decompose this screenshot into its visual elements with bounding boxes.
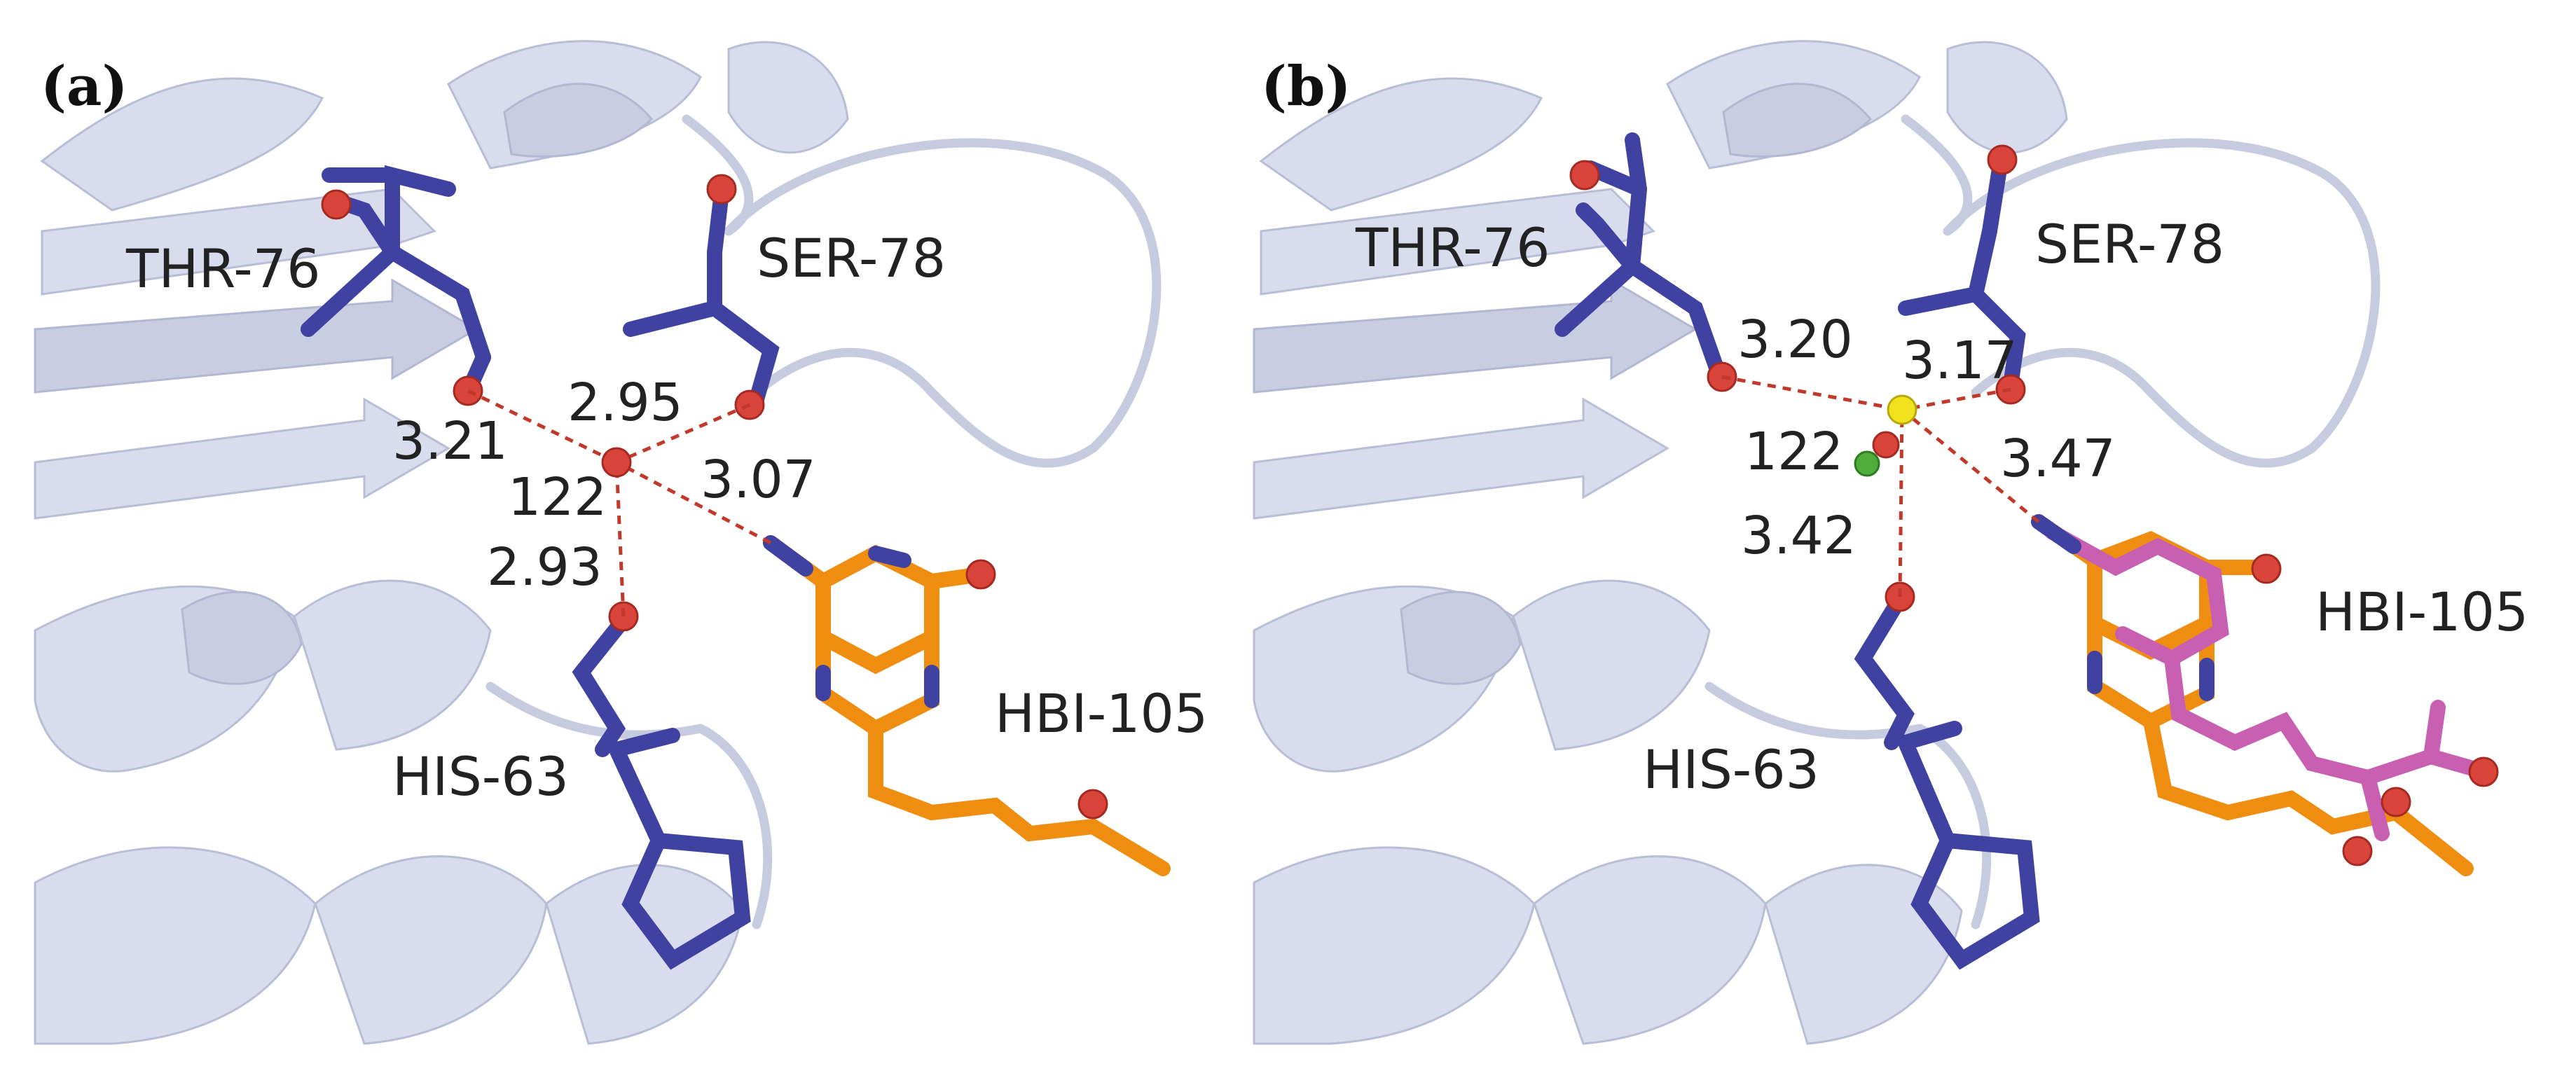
- water-oxygen-a: [601, 447, 632, 478]
- thr76-sticks-b: [1555, 132, 1737, 392]
- thr76-sticks-a: [301, 165, 491, 406]
- residue-label-ser78-b: SER-78: [2035, 213, 2224, 275]
- protein-cartoon-b: [1247, 28, 2564, 1051]
- angle-label-b: 122: [1744, 422, 1843, 482]
- distance-label-1-b: 3.20: [1737, 310, 1853, 370]
- his63-sticks-a: [572, 601, 751, 970]
- water-oxygen-b: [1872, 431, 1900, 459]
- distance-label-4-a: 2.93: [487, 537, 602, 597]
- hbi105-sticks-b: [2031, 514, 2499, 876]
- residue-label-hbi105-a: HBI-105: [995, 682, 1208, 745]
- ion-yellow: [1887, 394, 1917, 425]
- residue-label-thr76-b: THR-76: [1355, 216, 1550, 279]
- protein-cartoon-a: [28, 28, 1212, 1051]
- distance-label-2-a: 2.95: [567, 373, 683, 433]
- hbi105-sticks-a: [763, 535, 1171, 876]
- ser78-sticks-b: [1898, 144, 2026, 405]
- panel-a: (a) THR-76 SER-78 HIS-63 HBI-105 3.21 2.…: [28, 28, 1212, 1051]
- distance-label-3-b: 3.47: [2000, 429, 2116, 489]
- distance-label-2-b: 3.17: [1902, 331, 2018, 391]
- panel-letter-b: (b): [1261, 55, 1351, 118]
- hbond-network-b: [1721, 375, 2040, 597]
- distance-label-4-b: 3.42: [1741, 506, 1857, 566]
- ser78-sticks-a: [623, 174, 780, 420]
- residue-label-his63-a: HIS-63: [392, 745, 569, 808]
- panel-letter-a: (a): [41, 55, 128, 118]
- residue-label-thr76-a: THR-76: [125, 237, 320, 300]
- residue-label-ser78-a: SER-78: [757, 227, 946, 289]
- hbond-network-a: [467, 389, 772, 617]
- distance-label-1-a: 3.21: [392, 411, 508, 471]
- his63-sticks-b: [1854, 581, 2040, 970]
- residue-label-his63-b: HIS-63: [1643, 738, 1819, 801]
- ion-green: [1854, 450, 1880, 477]
- panel-b: (b) THR-76 SER-78 HIS-63 HBI-105 3.20 3.…: [1247, 28, 2564, 1051]
- distance-label-3-a: 3.07: [701, 450, 816, 510]
- angle-label-a: 122: [508, 467, 607, 527]
- residue-label-hbi105-b: HBI-105: [2315, 581, 2528, 643]
